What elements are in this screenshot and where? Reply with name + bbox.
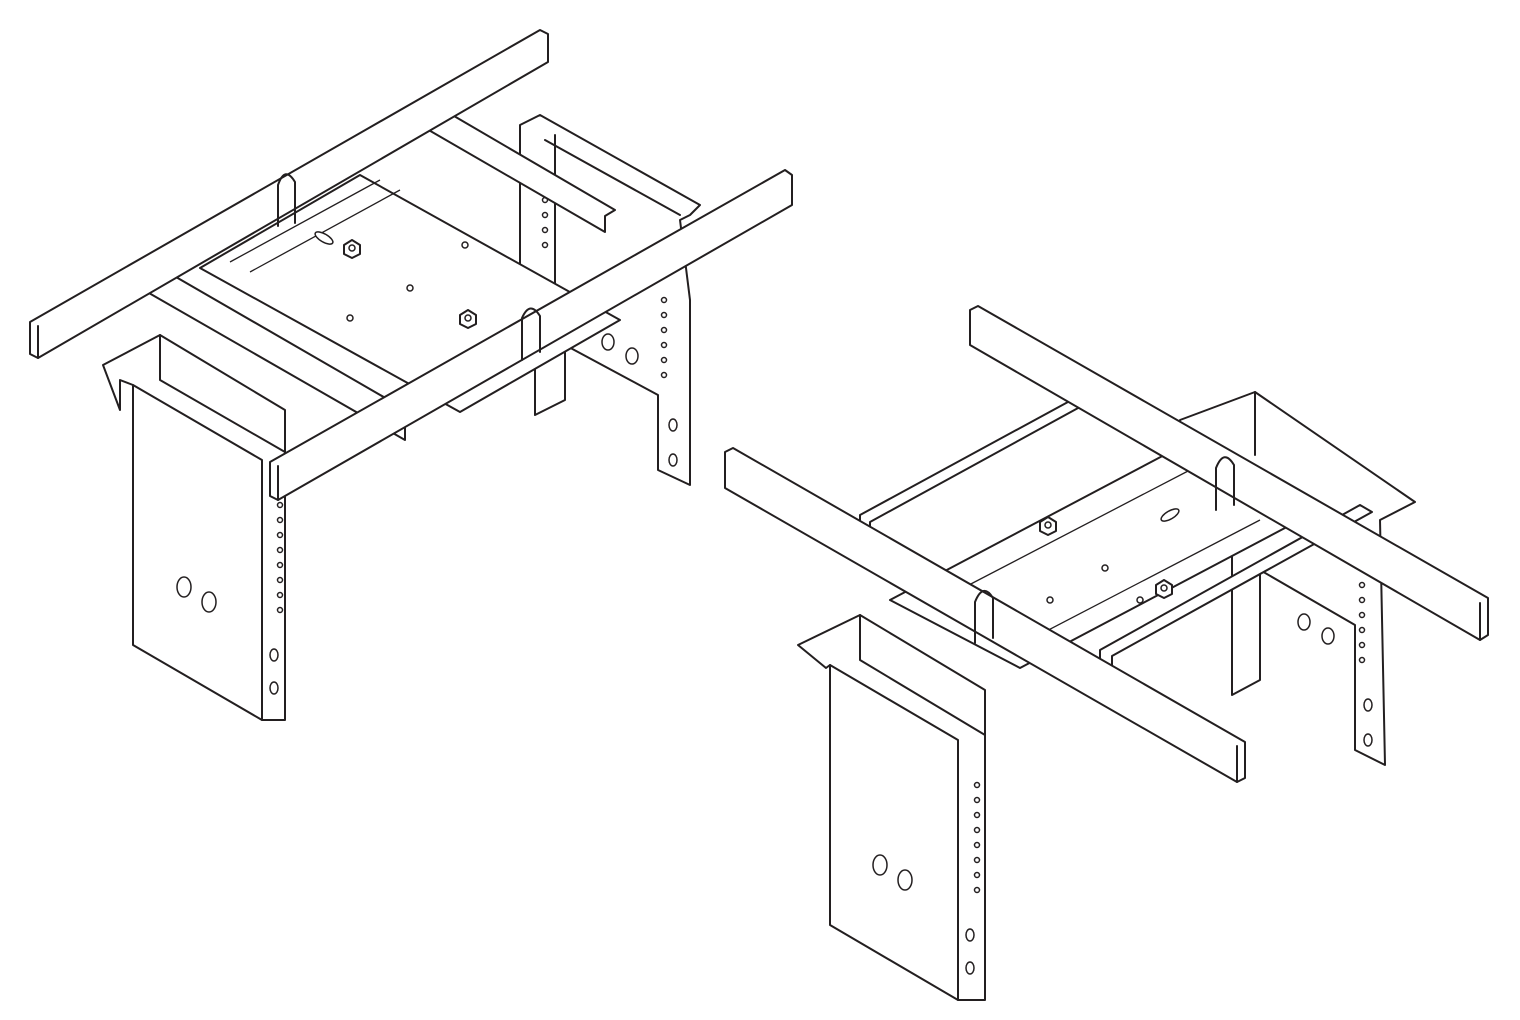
bracket-holes [541,196,678,467]
bracket-holes [1297,581,1373,747]
ladder-rail [724,447,1246,783]
ladder-rail [969,305,1489,641]
right-assembly [724,305,1489,1001]
ladder-tray [29,29,793,501]
ladder-rail [29,29,549,359]
front-support-bracket [102,334,286,721]
ladder-tray [724,305,1489,783]
front-support-bracket [797,614,986,1001]
hex-nut [1155,579,1173,599]
j-bolt [974,590,994,644]
j-bolt [277,173,296,227]
j-bolt [1215,456,1235,511]
bracket-holes [176,501,284,695]
hex-nut [343,239,361,259]
ladder-rail [269,169,793,501]
bracket-holes [872,781,981,975]
hex-nut [459,309,477,329]
j-bolt [521,307,541,361]
hex-nut [1039,516,1057,536]
left-assembly [29,29,793,721]
